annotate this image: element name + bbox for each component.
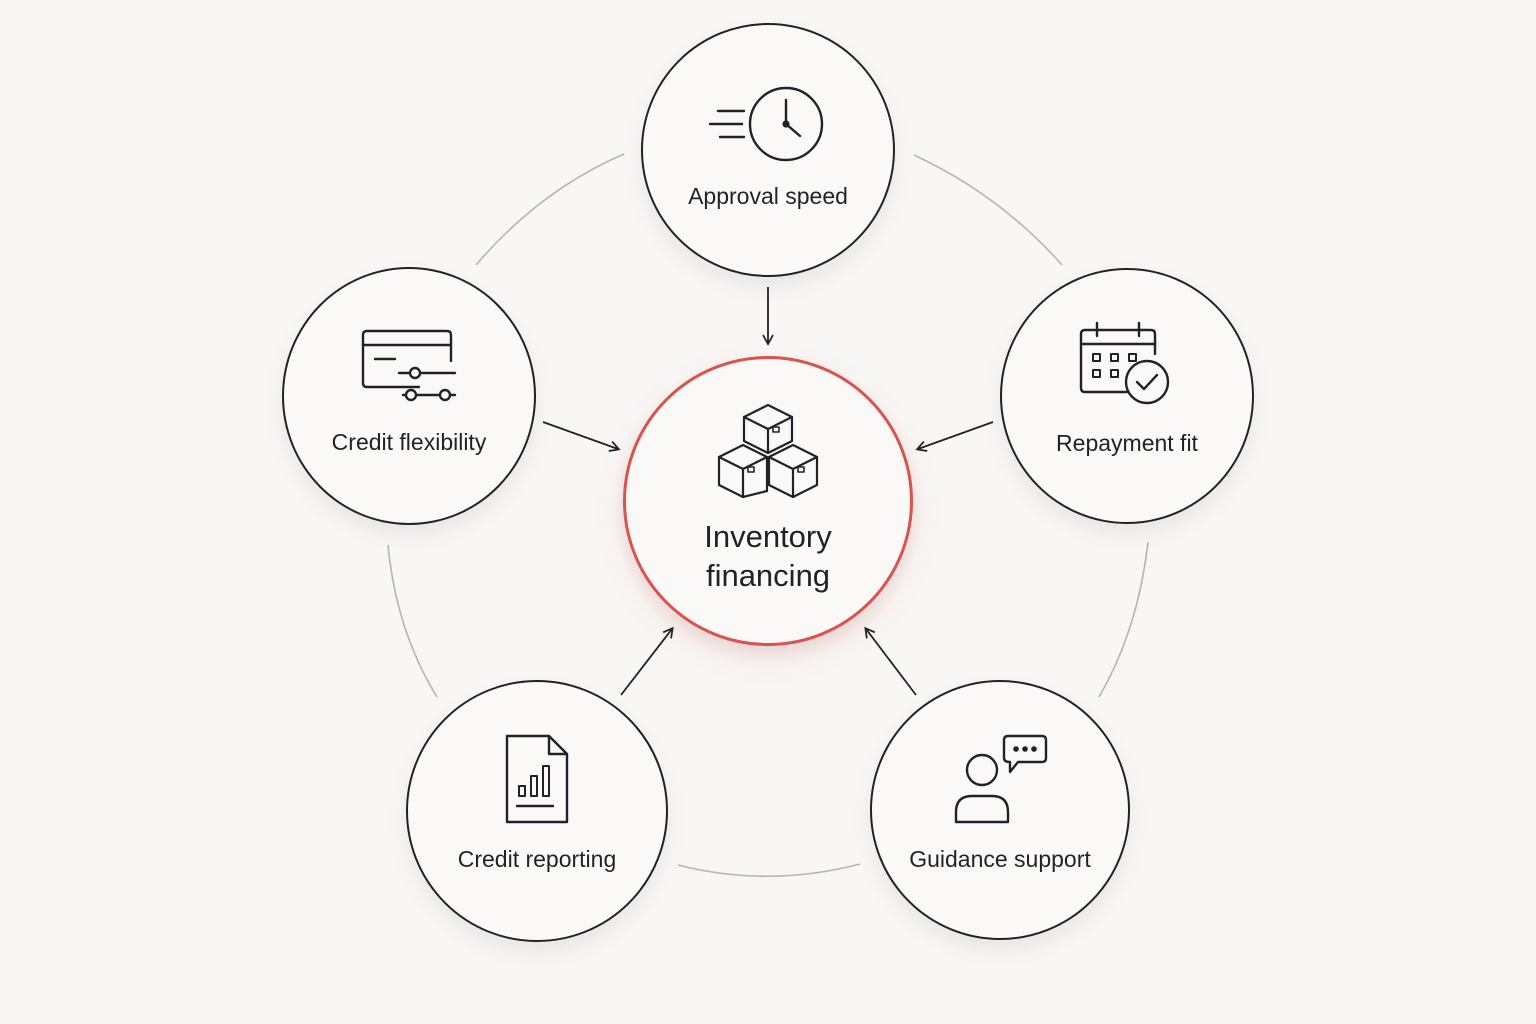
node-credit-flexibility: Credit flexibility (282, 267, 536, 525)
arrow-repayment-fit (915, 421, 994, 452)
fast-clock-icon (708, 86, 824, 162)
person-chat-icon (954, 734, 1048, 824)
arrow-credit-reporting (620, 626, 674, 696)
arrow-credit-flexibility (542, 421, 621, 452)
ring-arcs (387, 153, 1149, 878)
label-repayment-fit: Repayment fit (1056, 430, 1198, 456)
ring-arc-top-right (913, 154, 1063, 266)
arrow-guidance-support (864, 626, 917, 696)
label-credit-reporting: Credit reporting (457, 846, 617, 872)
node-guidance-support: Guidance support (870, 680, 1130, 940)
calendar-check-icon (1079, 321, 1170, 405)
center-label: Inventory financing (626, 517, 910, 595)
center-label-line2: financing (705, 558, 831, 593)
node-approval-speed: Approval speed (641, 23, 895, 277)
node-credit-reporting: Credit reporting (406, 680, 668, 942)
ring-arc-right (1098, 541, 1149, 698)
ring-arc-left (387, 544, 438, 698)
center-label-line1: Inventory (704, 519, 832, 554)
ring-arc-top-left (475, 153, 625, 266)
label-credit-flexibility: Credit flexibility (331, 429, 487, 455)
card-sliders-icon (361, 329, 457, 402)
label-guidance-support: Guidance support (909, 846, 1091, 872)
arrows (542, 287, 994, 696)
ring-arc-bottom (677, 863, 861, 878)
center-node-inventory-financing: Inventory financing (623, 356, 913, 646)
node-repayment-fit: Repayment fit (1000, 268, 1254, 524)
report-chart-icon (505, 734, 569, 824)
boxes-icon (717, 403, 819, 499)
label-approval-speed: Approval speed (688, 183, 848, 209)
